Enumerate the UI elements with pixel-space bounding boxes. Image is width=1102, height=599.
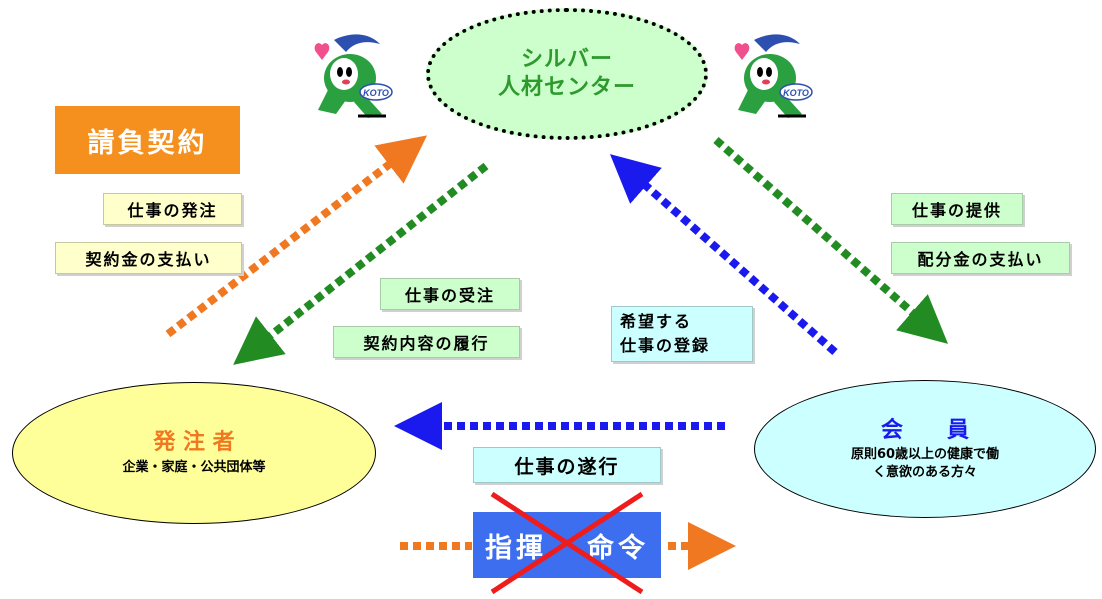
center-line1: シルバー: [520, 47, 613, 72]
member-subtitle-line1: 原則60歳以上の健康で働: [850, 447, 1000, 462]
mascot-left-icon: KOTO: [314, 34, 393, 118]
label-receive-order: 仕事の受注: [380, 278, 520, 310]
mascot-left-text: KOTO: [363, 88, 389, 98]
arrow-member-to-center: [609, 154, 838, 356]
client-node: 発 注 者 企業・家庭・公共団体等: [12, 382, 376, 524]
arrow-center-to-client: [233, 162, 489, 365]
member-subtitle-line2: く意欲のある方々: [872, 465, 977, 480]
arrow-client-to-center: [165, 135, 428, 338]
mascot-right-text: KOTO: [783, 88, 809, 98]
command-part2: 命令: [587, 532, 649, 564]
label-pay-contract: 契約金の支払い: [55, 242, 242, 274]
arrow-center-to-member: [713, 136, 949, 344]
label-register-line2: 仕事の登録: [620, 336, 711, 355]
center-node: シルバー 人材センター: [426, 8, 708, 140]
label-pay-distribution: 配分金の支払い: [891, 242, 1070, 274]
label-register-work: 希望する 仕事の登録: [611, 306, 753, 362]
prohibited-cross-icon: [490, 491, 644, 595]
label-order-work: 仕事の発注: [103, 193, 242, 225]
command-part1: 指揮: [485, 532, 547, 564]
label-fulfill-contract: 契約内容の履行: [333, 326, 520, 358]
client-subtitle: 企業・家庭・公共団体等: [122, 460, 266, 475]
client-title: 発 注 者: [153, 430, 235, 455]
member-title: 会 員: [880, 418, 969, 443]
mascot-right-icon: KOTO: [734, 34, 813, 118]
label-register-line1: 希望する: [620, 312, 693, 331]
label-provide-work: 仕事の提供: [891, 193, 1023, 225]
label-perform-work: 仕事の遂行: [473, 447, 661, 483]
member-node: 会 員 原則60歳以上の健康で働 く意欲のある方々: [754, 380, 1096, 518]
center-line2: 人材センター: [497, 75, 636, 100]
contract-label: 請負契約: [55, 106, 240, 174]
